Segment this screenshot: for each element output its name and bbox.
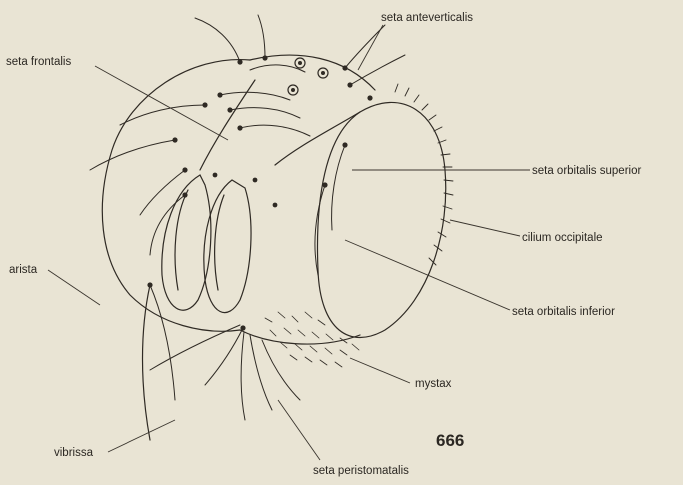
figure-number: 666 bbox=[436, 431, 464, 450]
leader-seta-orbitalis-inferior bbox=[345, 240, 510, 310]
label-seta-anteverticalis: seta anteverticalis bbox=[381, 12, 473, 24]
leader-mystax bbox=[350, 358, 410, 383]
head-top-arc bbox=[250, 55, 375, 90]
antenna-right-inner bbox=[215, 195, 224, 290]
label-seta-peristomatalis: seta peristomatalis bbox=[313, 465, 409, 477]
frons-line-right bbox=[275, 112, 360, 165]
antenna-left-inner bbox=[175, 190, 188, 290]
label-arista: arista bbox=[9, 264, 38, 276]
leader-cilium-occipitale bbox=[450, 220, 520, 236]
compound-eye-outline bbox=[317, 102, 445, 337]
leader-seta-anteverticalis bbox=[358, 25, 383, 70]
leader-vibrissa bbox=[108, 420, 175, 452]
labels: seta anteverticalis seta frontalis seta … bbox=[6, 12, 641, 477]
label-seta-frontalis: seta frontalis bbox=[6, 56, 71, 68]
fly-head-drawing bbox=[90, 15, 453, 440]
arista-bristle bbox=[143, 285, 151, 440]
leader-lines bbox=[48, 25, 530, 460]
occipital-cilia bbox=[395, 84, 453, 265]
label-mystax: mystax bbox=[415, 378, 452, 390]
leader-seta-frontalis bbox=[95, 66, 228, 140]
leader-arista bbox=[48, 270, 100, 305]
leader-seta-peristomatalis bbox=[278, 400, 320, 460]
label-cilium-occipitale: cilium occipitale bbox=[522, 232, 603, 244]
label-seta-orbitalis-inferior: seta orbitalis inferior bbox=[512, 306, 615, 318]
label-seta-orbitalis-superior: seta orbitalis superior bbox=[532, 165, 641, 177]
label-vibrissa: vibrissa bbox=[54, 447, 94, 459]
head-outline bbox=[102, 60, 250, 332]
